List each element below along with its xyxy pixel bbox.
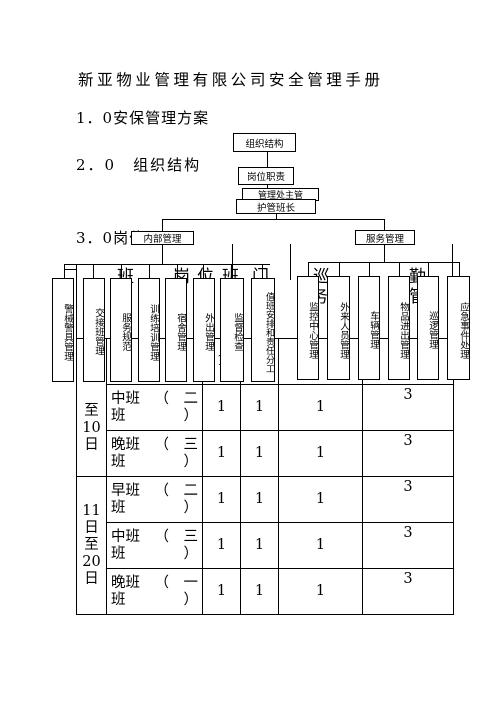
table-row: 11 日 至 20 日 早班（ 二 班） 1 1 1 3 — [76, 476, 454, 615]
org-box-top: 组织结构 — [233, 133, 296, 152]
shift-cell: 晚班（ 三 班） — [106, 430, 203, 477]
cell-value: 3 — [362, 384, 454, 431]
cell-value: 1 — [278, 384, 363, 431]
org-group-service: 服务管理 — [355, 230, 415, 245]
org-item-service: 应急事件处理 — [447, 276, 470, 380]
org-group-internal: 内部管理 — [131, 231, 194, 245]
org-item-internal: 外出管理 — [193, 278, 215, 382]
document-title: 新亚物业管理有限公司安全管理手册 — [78, 71, 384, 89]
shift-cell: 晚班（ 一 班） — [106, 568, 203, 615]
org-box-fourth: 护管班长 — [236, 199, 316, 214]
cell-value: 1 — [278, 568, 363, 615]
cell-value: 1 — [202, 384, 241, 431]
cell-value: 1 — [240, 476, 279, 523]
cell-value: 1 — [278, 430, 363, 477]
shift-cell: 中班（ 三 班） — [106, 522, 203, 569]
org-item-service: 监控中心管理 — [297, 276, 319, 380]
org-item-service: 车辆管理 — [358, 276, 380, 380]
section-heading-1: 1．0安保管理方案 — [76, 109, 210, 127]
org-item-internal: 监督检查 — [220, 278, 244, 382]
org-item-service: 外来人员管理 — [327, 276, 350, 380]
cell-value: 1 — [278, 522, 363, 569]
shift-cell: 中班（ 二 班） — [106, 384, 203, 431]
table-row: 中班（ 二 班） 1 1 1 3 — [77, 384, 454, 431]
cell-value: 1 — [240, 522, 279, 569]
cell-value: 3 — [362, 522, 454, 569]
org-item-internal: 值班安排和责任分工 — [251, 278, 275, 382]
table-row: 晚班（ 一 班） 1 1 1 3 — [77, 568, 454, 615]
cell-value: 3 — [362, 476, 454, 523]
org-item-service: 巡逻管理 — [417, 276, 439, 380]
cell-value: 1 — [202, 476, 241, 523]
org-item-service: 物品进出管理 — [388, 276, 410, 380]
table-row: 晚班（ 三 班） 1 1 1 3 — [77, 430, 454, 477]
cell-value: 1 — [240, 568, 279, 615]
cell-value: 1 — [240, 430, 279, 477]
cell-value: 3 — [362, 430, 454, 477]
cell-value: 3 — [362, 568, 454, 615]
org-item-internal: 交接班管理 — [83, 278, 105, 382]
org-box-second: 岗位职责 — [238, 167, 294, 185]
cell-value: 1 — [202, 430, 241, 477]
cell-value: 1 — [240, 384, 279, 431]
cell-value: 1 — [202, 522, 241, 569]
cell-value: 1 — [202, 568, 241, 615]
section-heading-2: 2．0 组织结构 — [76, 156, 202, 174]
org-item-internal: 训练培训管理 — [138, 278, 160, 382]
org-item-internal: 警械警具管理 — [52, 278, 74, 382]
period-cell-2: 11 日 至 20 日 — [76, 476, 107, 615]
org-item-internal: 宿舍管理 — [165, 278, 187, 382]
org-item-internal: 服务规范 — [110, 278, 132, 382]
table-row: 中班（ 三 班） 1 1 1 3 — [77, 522, 454, 569]
cell-value: 1 — [278, 476, 363, 523]
shift-cell: 早班（ 二 班） — [106, 476, 203, 523]
